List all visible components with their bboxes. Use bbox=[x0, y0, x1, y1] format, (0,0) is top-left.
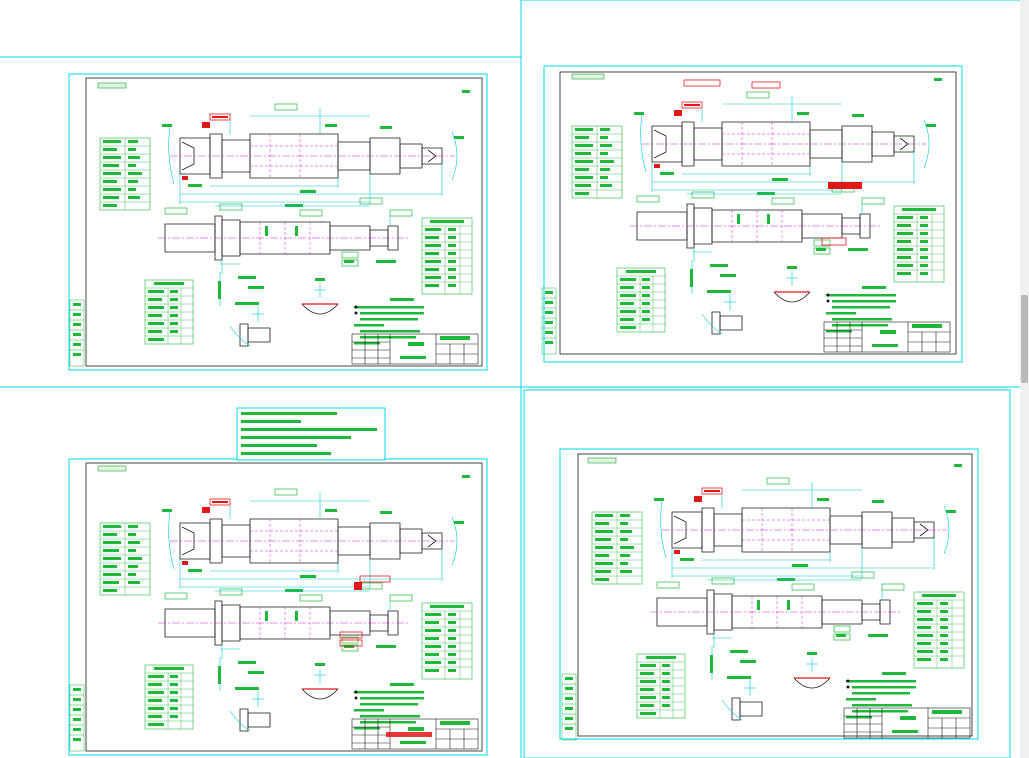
sheet-4[interactable] bbox=[559, 448, 979, 741]
sheet-1-title-tag bbox=[97, 82, 127, 89]
notes-box[interactable] bbox=[236, 407, 386, 461]
sheet-2-extra-red-frames bbox=[683, 79, 862, 246]
sheet-2-outer-frame bbox=[543, 65, 963, 363]
vertical-scrollbar[interactable] bbox=[1020, 0, 1029, 758]
sheet-4-border bbox=[520, 386, 1029, 758]
sheet-3-title-tag bbox=[97, 465, 127, 472]
sheet-2[interactable] bbox=[541, 65, 963, 363]
sheet-4-outer-frame bbox=[559, 448, 979, 740]
sheet-3[interactable] bbox=[68, 458, 488, 756]
sheet-1[interactable] bbox=[68, 73, 488, 371]
sheet-4-title-tag bbox=[587, 457, 617, 464]
sheet-2-title-tag bbox=[571, 73, 605, 80]
sheet-3-extra-red-frames bbox=[339, 575, 432, 737]
scrollbar-thumb[interactable] bbox=[1021, 295, 1028, 383]
sheet-1-outer-frame bbox=[68, 73, 488, 371]
sheet-4-inner-border bbox=[523, 389, 1011, 758]
